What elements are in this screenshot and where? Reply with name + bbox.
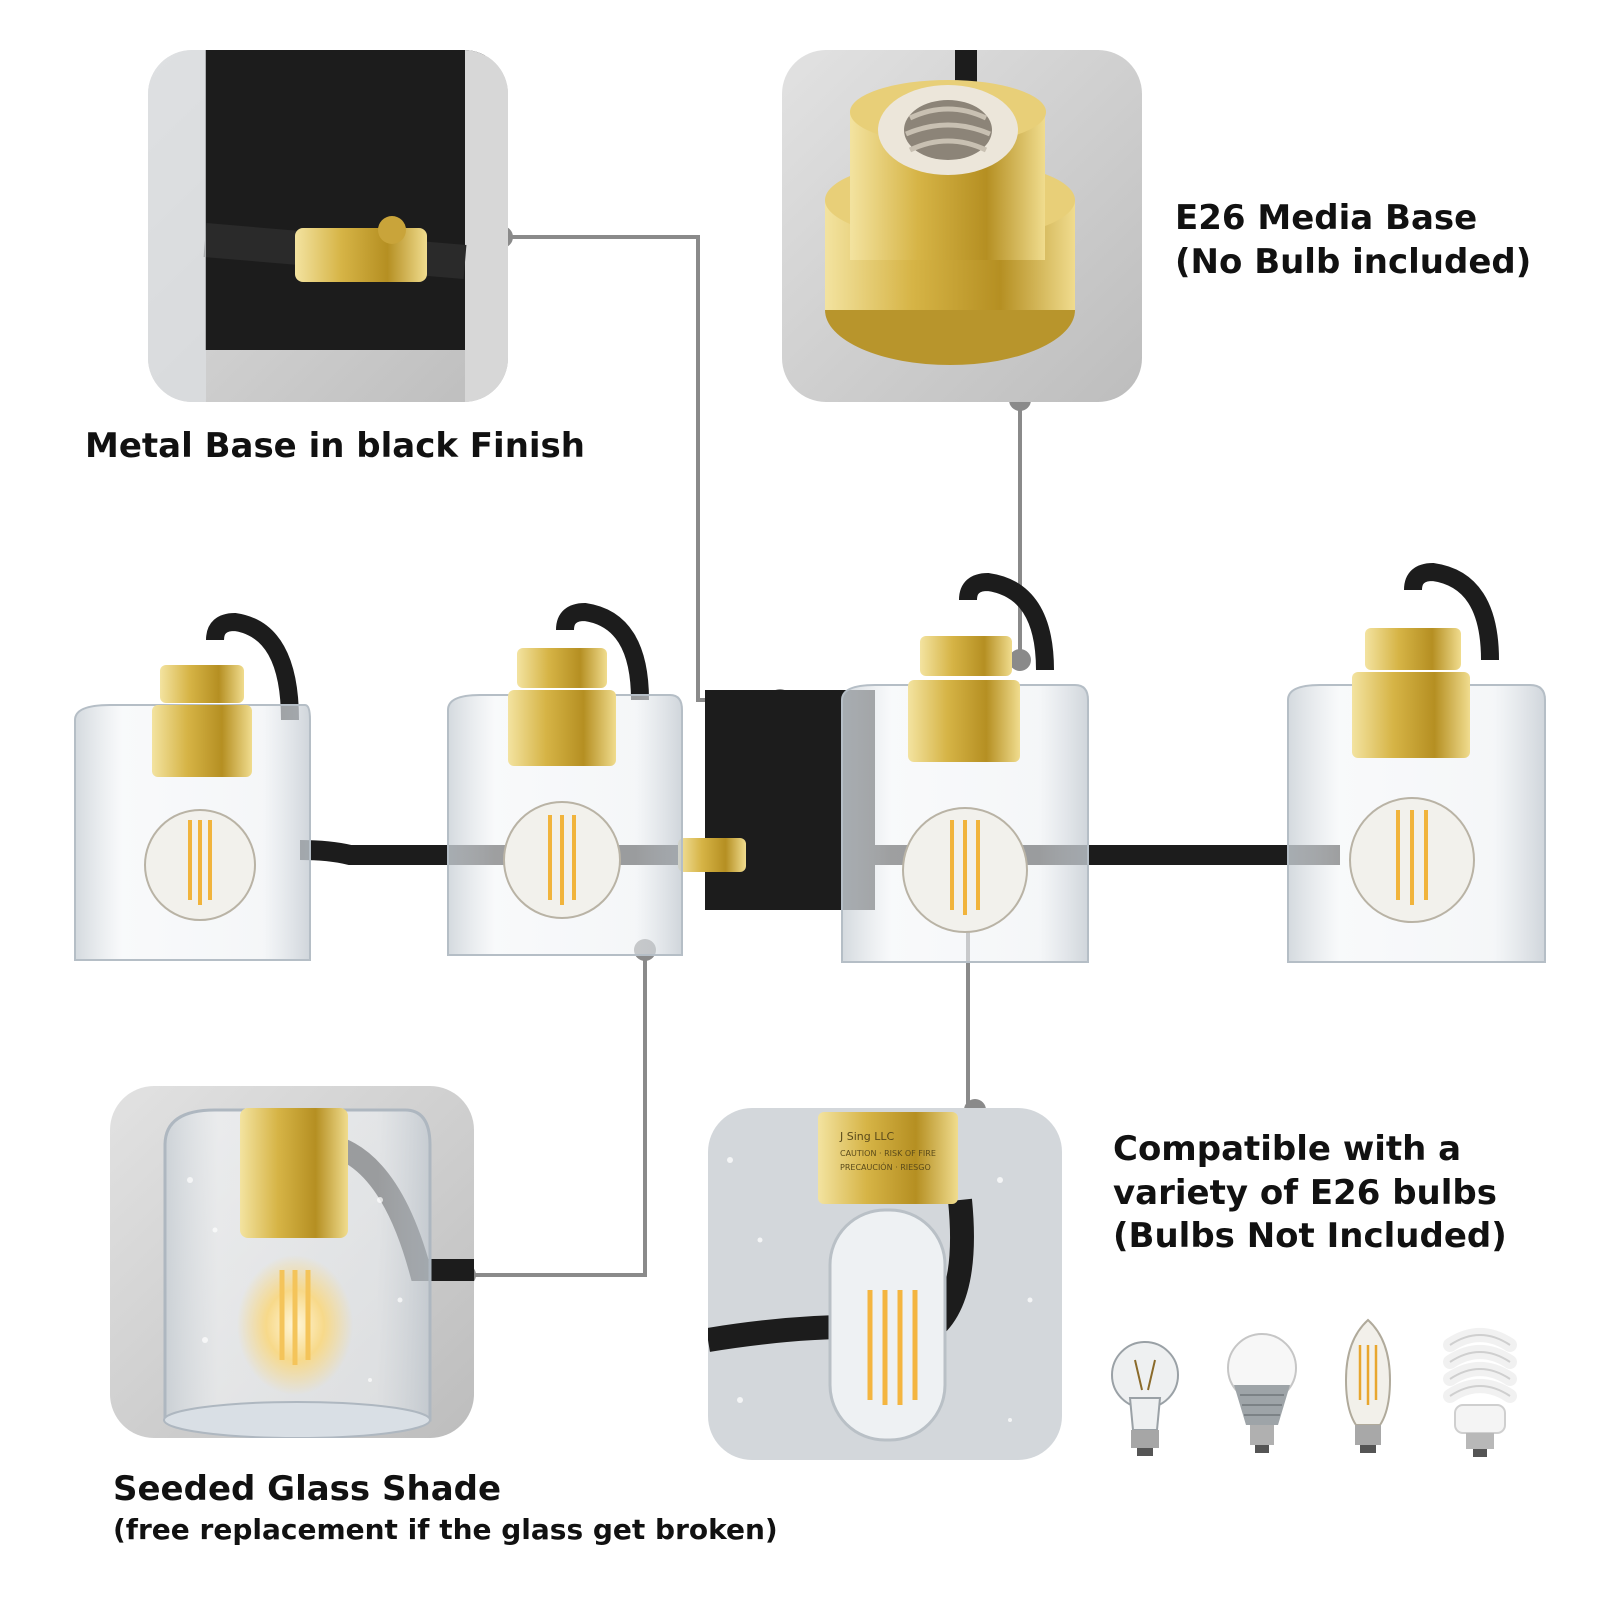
filament-bulb-icon: [1344, 1318, 1392, 1453]
socket-caption: E26 Media Base (No Bulb included): [1175, 197, 1531, 284]
detail-photo-socket: [782, 50, 1142, 402]
lamp-1: [74, 612, 311, 961]
incandescent-bulb-icon: [1111, 1341, 1179, 1456]
bulbs-caption: Compatible with a variety of E26 bulbs (…: [1113, 1128, 1507, 1259]
shade-caption: Seeded Glass Shade (free replacement if …: [113, 1468, 778, 1547]
bulbs-caption-line-3: (Bulbs Not Included): [1113, 1216, 1507, 1257]
metal-base-caption: Metal Base in black Finish: [85, 425, 585, 469]
detail-photo-bulb: J Sing LLC CAUTION · RISK OF FIRE PRECAU…: [708, 1108, 1062, 1460]
detail-photo-metal-base: [148, 50, 508, 402]
socket-caption-line-1: E26 Media Base: [1175, 198, 1478, 238]
lamp-2: [447, 602, 683, 956]
bulbs-caption-line-1: Compatible with a: [1113, 1129, 1462, 1169]
cfl-spiral-bulb-icon: [1443, 1328, 1517, 1457]
svg-text:J Sing LLC: J Sing LLC: [839, 1130, 894, 1143]
shade-caption-note: (free replacement if the glass get broke…: [113, 1512, 778, 1546]
lamp-3: [841, 572, 1089, 963]
svg-text:PRECAUCIÓN · RIESGO: PRECAUCIÓN · RIESGO: [840, 1161, 931, 1172]
led-bulb-icon: [1227, 1333, 1297, 1453]
socket-caption-line-2: (No Bulb included): [1175, 241, 1532, 282]
detail-photo-glass-shade: [110, 1086, 474, 1438]
vanity-light-fixture: [74, 562, 1546, 963]
shade-caption-title: Seeded Glass Shade: [113, 1469, 502, 1509]
metal-base-caption-text: Metal Base in black Finish: [85, 426, 585, 466]
brass-sleeve: [678, 838, 746, 872]
bulbs-caption-line-2: variety of E26 bulbs: [1113, 1172, 1497, 1213]
svg-text:CAUTION · RISK OF FIRE: CAUTION · RISK OF FIRE: [840, 1149, 936, 1158]
lamp-4: [1287, 562, 1546, 963]
